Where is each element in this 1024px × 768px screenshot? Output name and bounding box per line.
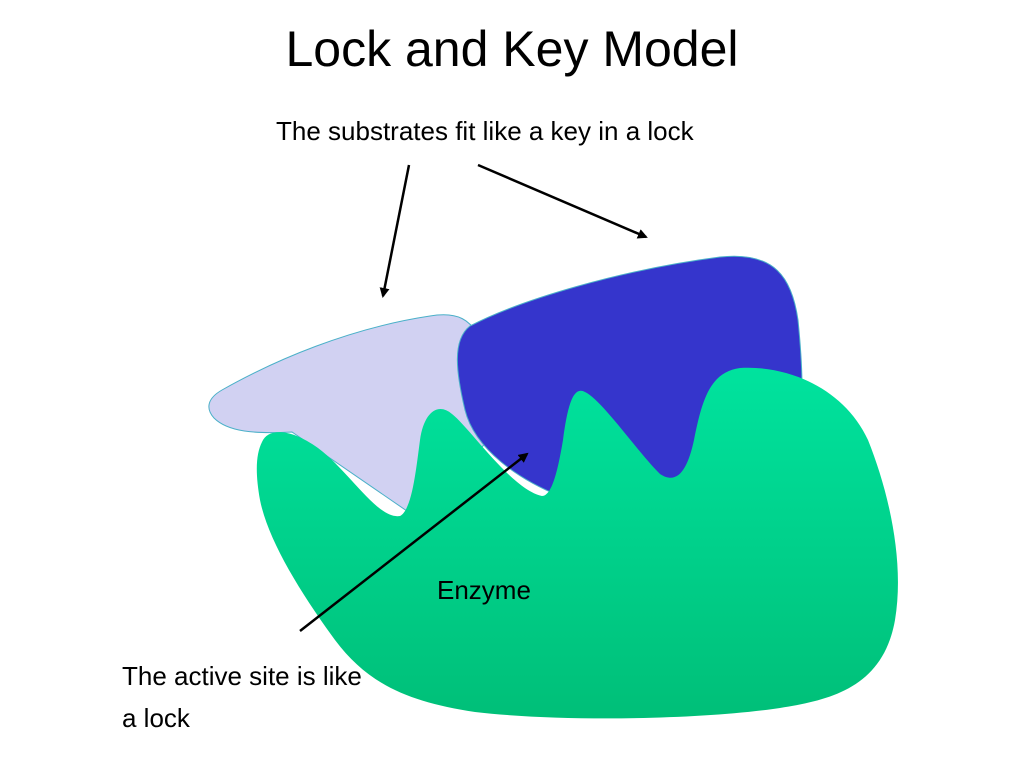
arrow-to-light-substrate — [379, 164, 411, 298]
slide-title: Lock and Key Model — [285, 21, 739, 77]
enzyme-shape — [256, 367, 898, 719]
enzyme-label: Enzyme — [437, 575, 531, 605]
substrates-label: The substrates fit like a key in a lock — [276, 116, 694, 146]
active-site-label: The active site is like a lock — [122, 661, 362, 733]
arrow-to-active-site — [299, 452, 529, 632]
arrow-to-dark-substrate — [477, 163, 648, 239]
